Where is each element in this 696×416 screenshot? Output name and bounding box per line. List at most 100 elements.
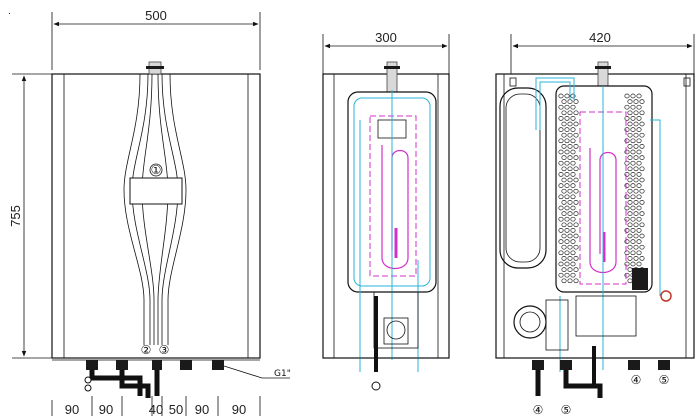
insulation-dot <box>558 138 564 144</box>
internal-manifold <box>575 295 637 337</box>
insulation-dot <box>624 127 630 132</box>
insulation-dot <box>564 183 570 188</box>
internal-marker-5-bottom: ⑤ <box>561 403 572 416</box>
side-tank-heater-zone <box>369 115 417 277</box>
insulation-dot <box>624 194 630 200</box>
insulation-dot <box>639 188 645 194</box>
insulation-dot <box>627 244 633 250</box>
insulation-dot <box>627 144 633 149</box>
insulation-dot <box>567 211 573 216</box>
insulation-dot <box>627 166 633 172</box>
mount-hole-left <box>509 77 517 87</box>
insulation-dot <box>564 138 570 144</box>
insulation-dots-left <box>558 93 579 284</box>
internal-relay <box>632 268 648 290</box>
insulation-dot <box>639 211 645 216</box>
insulation-dot <box>627 121 633 127</box>
insulation-dot <box>627 256 633 261</box>
side-heating-element <box>381 145 409 270</box>
insulation-dot <box>558 239 564 244</box>
front-marker-1-circle <box>149 163 163 177</box>
insulation-dot <box>627 155 633 160</box>
insulation-dot <box>564 116 570 121</box>
insulation-dot <box>558 194 564 200</box>
insulation-dot <box>630 149 636 155</box>
internal-marker-4-right: ④ <box>631 373 642 387</box>
insulation-dot <box>639 99 645 104</box>
insulation-dot <box>561 211 567 216</box>
internal-heating-element <box>589 148 617 274</box>
insulation-dot <box>624 250 630 256</box>
insulation-dot <box>630 160 636 166</box>
insulation-dot <box>636 183 642 188</box>
bottom-dim-2: 90 <box>99 402 113 416</box>
insulation-dot <box>573 177 579 183</box>
insulation-dot <box>624 261 630 267</box>
stray-mark: . <box>8 7 11 17</box>
insulation-dot <box>624 239 630 244</box>
insulation-dot <box>567 121 573 127</box>
insulation-dot <box>561 110 567 116</box>
insulation-dot <box>570 116 576 121</box>
insulation-dot <box>624 205 630 211</box>
insulation-dot <box>624 160 630 166</box>
insulation-dot <box>558 172 564 177</box>
insulation-dot <box>567 188 573 194</box>
insulation-dot <box>567 200 573 205</box>
insulation-dot <box>630 194 636 200</box>
front-cabinet <box>51 73 261 359</box>
insulation-dot <box>558 183 564 188</box>
insulation-dot <box>567 99 573 104</box>
insulation-dot <box>630 172 636 177</box>
insulation-dot <box>558 228 564 233</box>
insulation-dot <box>573 99 579 104</box>
insulation-dot <box>561 244 567 250</box>
insulation-dot <box>564 205 570 211</box>
internal-bottom-connections <box>532 346 670 398</box>
internal-cabinet <box>495 73 695 359</box>
insulation-dot <box>564 216 570 222</box>
insulation-dot <box>630 93 636 99</box>
insulation-dot <box>567 132 573 138</box>
insulation-dot <box>630 205 636 211</box>
insulation-dot <box>573 278 579 284</box>
front-top-fitting-nut <box>146 66 164 69</box>
insulation-dot <box>636 194 642 200</box>
insulation-dot <box>624 149 630 155</box>
insulation-dot <box>564 127 570 132</box>
insulation-dot <box>567 267 573 272</box>
internal-view: 420 <box>495 30 695 416</box>
insulation-dot <box>558 104 564 110</box>
insulation-dot <box>567 222 573 228</box>
insulation-dot <box>564 149 570 155</box>
connection-label: G1" <box>274 369 291 379</box>
insulation-dot <box>558 116 564 121</box>
insulation-dot <box>633 110 639 116</box>
insulation-dot <box>561 144 567 149</box>
insulation-dot <box>636 160 642 166</box>
insulation-dot <box>636 172 642 177</box>
insulation-dot <box>627 267 633 272</box>
insulation-dot <box>567 233 573 239</box>
insulation-dot <box>570 183 576 188</box>
insulation-dot <box>564 261 570 267</box>
internal-top-fitting <box>597 61 609 87</box>
insulation-dot <box>633 177 639 183</box>
insulation-dot <box>636 138 642 144</box>
insulation-dot <box>561 155 567 160</box>
insulation-dot <box>624 272 630 278</box>
insulation-dot <box>570 228 576 233</box>
insulation-dot <box>561 188 567 194</box>
insulation-dot <box>630 127 636 132</box>
insulation-dot <box>573 121 579 127</box>
insulation-dot <box>570 127 576 132</box>
internal-valve-block <box>545 299 569 351</box>
insulation-dot <box>627 222 633 228</box>
insulation-dot <box>558 250 564 256</box>
insulation-dot <box>564 250 570 256</box>
insulation-dot <box>567 177 573 183</box>
insulation-dot <box>639 121 645 127</box>
bottom-dim-3: 40 <box>149 402 163 416</box>
insulation-dot <box>570 104 576 110</box>
insulation-dot <box>633 155 639 160</box>
